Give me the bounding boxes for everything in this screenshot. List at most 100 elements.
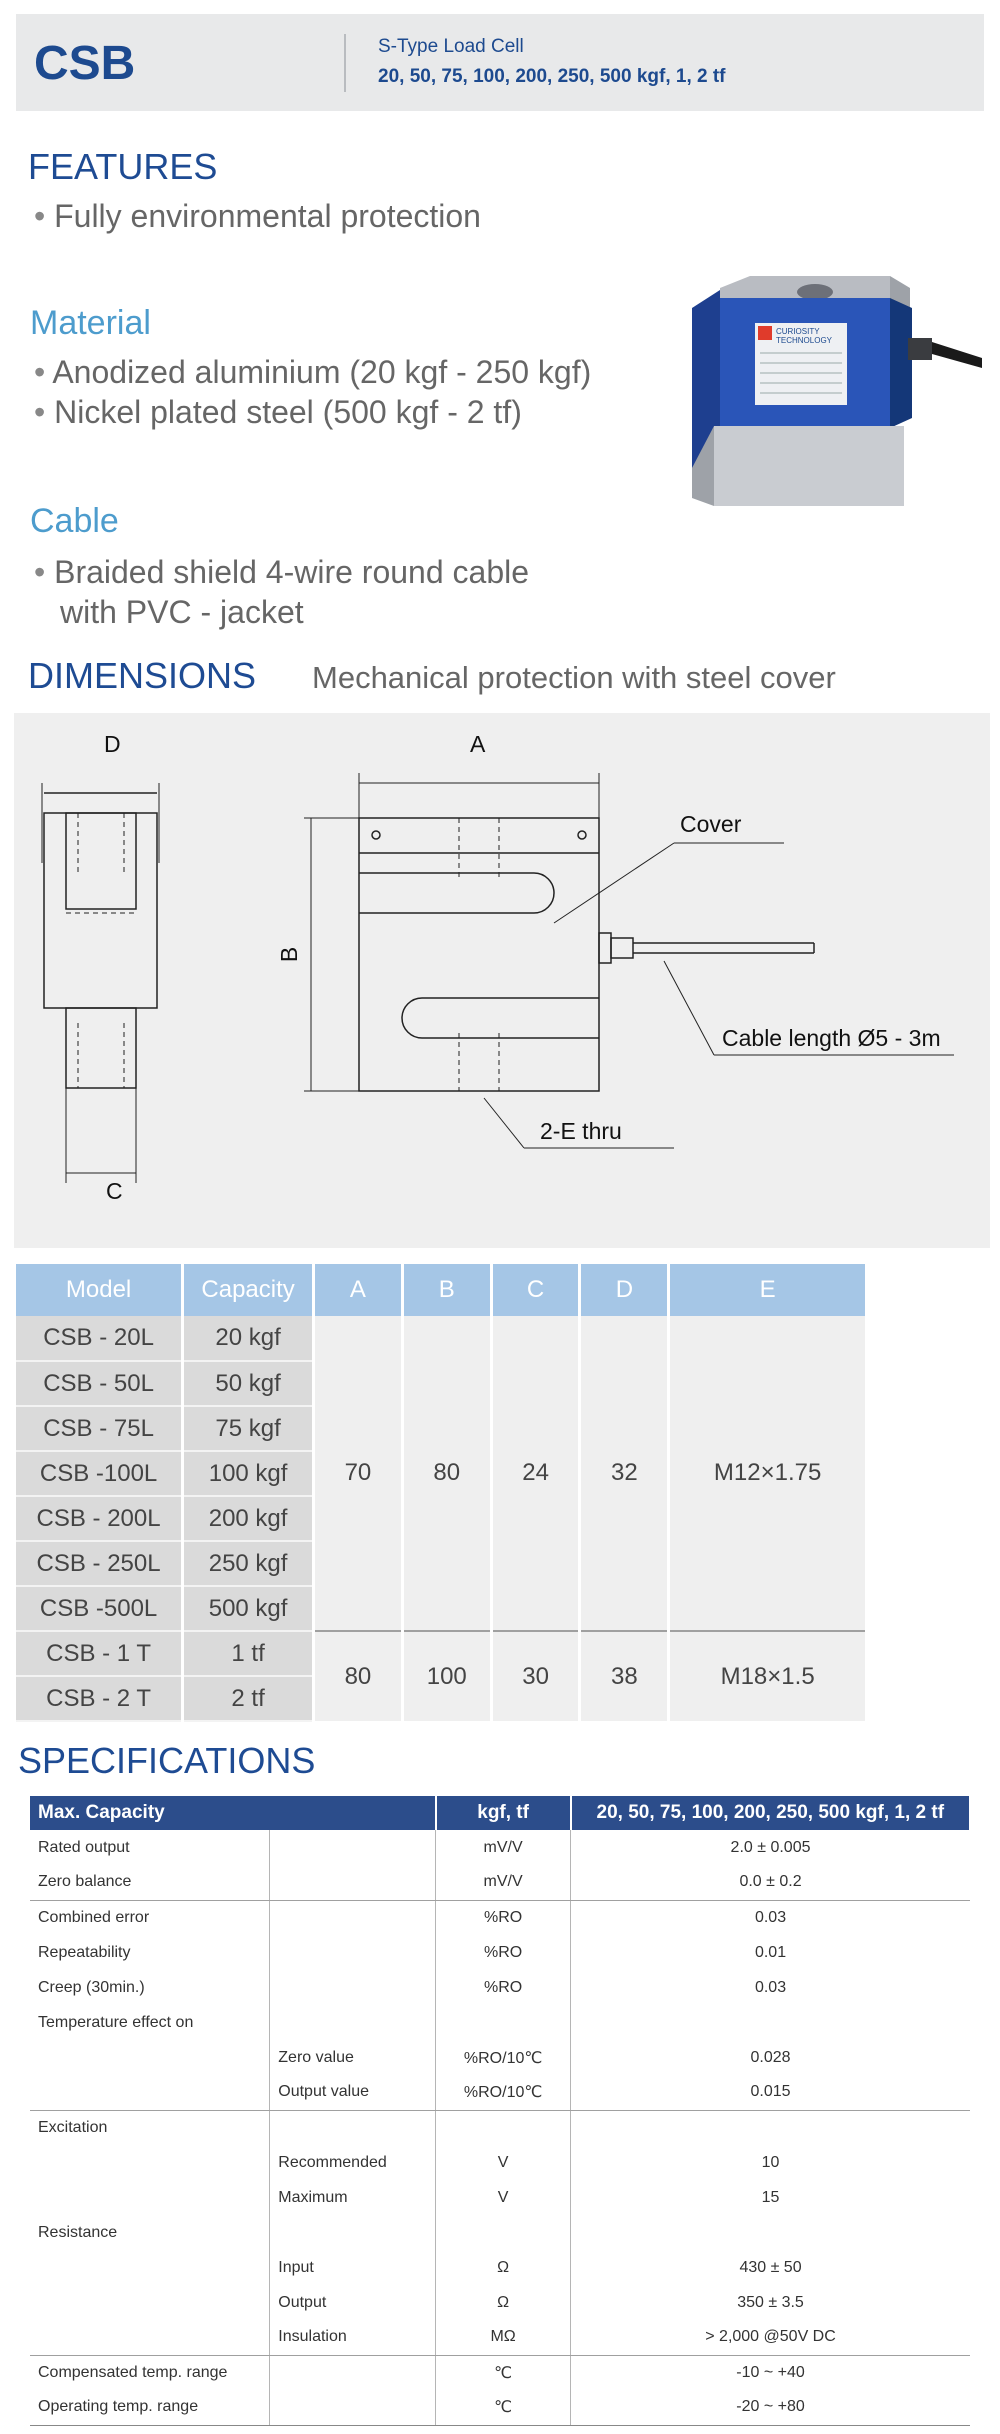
product-capacities: 20, 50, 75, 100, 200, 250, 500 kgf, 1, 2… bbox=[378, 66, 726, 87]
col-header-a: A bbox=[313, 1264, 404, 1316]
spec-sublabel bbox=[269, 2215, 436, 2250]
spec-label bbox=[30, 2040, 270, 2075]
spec-value: 0.028 bbox=[750, 2048, 791, 2066]
label-brand-line1: CURIOSITY bbox=[776, 327, 820, 336]
specifications-table: Max. Capacity kgf, tf 20, 50, 75, 100, 2… bbox=[30, 1796, 972, 2426]
dim-c-cell: 30 bbox=[491, 1630, 582, 1721]
spec-sublabel bbox=[269, 1830, 436, 1865]
model-cell: CSB - 1 T bbox=[16, 1630, 185, 1677]
spec-sublabel bbox=[269, 2110, 436, 2145]
spec-value: > 2,000 @50V DC bbox=[570, 2320, 970, 2356]
spec-value: 0.03 bbox=[754, 1978, 787, 1996]
dim-b-cell: 80 bbox=[402, 1316, 493, 1631]
spec-label bbox=[30, 2250, 270, 2285]
spec-unit: V bbox=[435, 2145, 572, 2180]
spec-header-values: 20, 50, 75, 100, 200, 250, 500 kgf, 1, 2… bbox=[570, 1796, 972, 1830]
spec-label: Rated output bbox=[38, 1838, 130, 1856]
model-cell: CSB - 2 T bbox=[16, 1676, 185, 1722]
capacity-cell: 200 kgf bbox=[182, 1496, 316, 1542]
spec-sublabel bbox=[269, 1970, 436, 2005]
features-heading: FEATURES bbox=[28, 146, 218, 187]
spec-row: Compensated temp. range ℃ -10 ~ +40 bbox=[30, 2355, 970, 2390]
load-cell-photo: CURIOSITY TECHNOLOGY bbox=[692, 276, 982, 506]
spec-label bbox=[30, 2180, 270, 2215]
model-cell: CSB - 20L bbox=[16, 1316, 185, 1362]
spec-label bbox=[30, 2075, 270, 2111]
spec-unit: ℃ bbox=[435, 2355, 572, 2390]
spec-unit: %RO/10℃ bbox=[435, 2040, 572, 2075]
spec-unit: mV/V bbox=[435, 1865, 572, 1901]
dimensions-subheading: Mechanical protection with steel cover bbox=[312, 660, 836, 695]
spec-unit: MΩ bbox=[435, 2320, 572, 2356]
product-type: S-Type Load Cell bbox=[378, 36, 524, 57]
dim-e-cell: M12×1.75 bbox=[668, 1316, 868, 1631]
capacity-cell: 500 kgf bbox=[182, 1586, 316, 1632]
spec-value: 15 bbox=[761, 2188, 780, 2206]
material-heading: Material bbox=[30, 304, 151, 342]
model-cell: CSB - 75L bbox=[16, 1406, 185, 1452]
capacity-cell: 100 kgf bbox=[182, 1451, 316, 1497]
spec-sublabel bbox=[269, 1900, 436, 1935]
spec-label: Combined error bbox=[38, 1908, 150, 1926]
table-row: CSB - 20L 20 kgf 70 80 24 32 M12×1.75 bbox=[16, 1316, 868, 1631]
spec-unit: %RO bbox=[435, 1935, 572, 1970]
spec-label: Creep (30min.) bbox=[38, 1978, 145, 1996]
col-header-capacity: Capacity bbox=[182, 1264, 316, 1316]
spec-header-capacity: Max. Capacity bbox=[30, 1796, 437, 1830]
spec-sublabel: Input bbox=[269, 2250, 436, 2285]
cable-item-continued: with PVC - jacket bbox=[60, 594, 304, 630]
spec-sublabel: Output bbox=[269, 2285, 436, 2320]
spec-table-header: Max. Capacity kgf, tf 20, 50, 75, 100, 2… bbox=[30, 1796, 972, 1830]
model-cell: CSB -500L bbox=[16, 1586, 185, 1632]
spec-sublabel: Zero value bbox=[269, 2040, 436, 2075]
spec-label bbox=[30, 2320, 270, 2356]
dim-d-cell: 38 bbox=[579, 1630, 671, 1721]
spec-value bbox=[571, 2110, 970, 2145]
spec-unit: %RO/10℃ bbox=[435, 2075, 572, 2111]
col-header-c: C bbox=[491, 1264, 582, 1316]
spec-unit: mV/V bbox=[435, 1830, 572, 1865]
spec-unit: V bbox=[435, 2180, 572, 2215]
col-header-b: B bbox=[402, 1264, 493, 1316]
spec-value: 10 bbox=[761, 2153, 780, 2171]
model-cell: CSB -100L bbox=[16, 1451, 185, 1497]
spec-sublabel: Insulation bbox=[269, 2320, 436, 2356]
spec-sublabel: Maximum bbox=[269, 2180, 436, 2215]
spec-header-unit: kgf, tf bbox=[435, 1796, 572, 1830]
spec-unit: Ω bbox=[435, 2250, 572, 2285]
spec-value: 430 ± 50 bbox=[739, 2258, 802, 2276]
spec-label: Compensated temp. range bbox=[38, 2363, 228, 2381]
dim-label-c: C bbox=[106, 1178, 123, 1204]
col-header-e: E bbox=[668, 1264, 868, 1316]
spec-row: Temperature effect on bbox=[30, 2005, 970, 2040]
dimension-drawing: D A B C Cover Cable length Ø5 - 3m 2-E t… bbox=[14, 713, 990, 1248]
spec-value: -10 ~ +40 bbox=[736, 2363, 805, 2381]
dim-a-cell: 70 bbox=[313, 1316, 404, 1631]
dim-d-cell: 32 bbox=[579, 1316, 671, 1631]
spec-label: Resistance bbox=[38, 2223, 118, 2241]
spec-row: Excitation bbox=[30, 2110, 970, 2145]
dimension-drawing-lines bbox=[41, 773, 954, 1183]
spec-row: Operating temp. range℃-20 ~ +80 bbox=[30, 2390, 970, 2426]
header-divider bbox=[344, 34, 346, 92]
capacity-cell: 75 kgf bbox=[182, 1406, 316, 1452]
spec-sublabel: Recommended bbox=[269, 2145, 436, 2180]
cable-length-label: Cable length Ø5 - 3m bbox=[722, 1025, 941, 1051]
cover-label: Cover bbox=[680, 811, 742, 837]
thru-label: 2-E thru bbox=[540, 1118, 622, 1144]
spec-unit bbox=[435, 2005, 572, 2040]
spec-unit: %RO bbox=[435, 1900, 572, 1935]
dimensions-heading: DIMENSIONS bbox=[28, 655, 257, 696]
spec-label bbox=[30, 2145, 270, 2180]
dim-b-cell: 100 bbox=[402, 1630, 493, 1721]
spec-sublabel: Output value bbox=[269, 2075, 436, 2111]
